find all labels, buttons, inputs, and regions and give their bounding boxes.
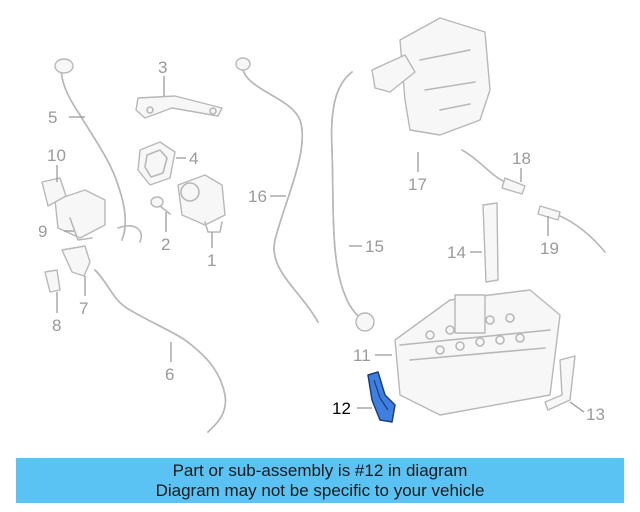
callout-11: 11 xyxy=(353,346,371,365)
callout-2: 2 xyxy=(161,235,170,254)
callout-15: 15 xyxy=(365,237,384,256)
part-5-hose xyxy=(54,58,142,243)
leader-lines xyxy=(56,76,585,413)
part-13-bracket xyxy=(544,355,576,411)
callout-14: 14 xyxy=(447,243,466,262)
callout-12: 12 xyxy=(332,399,351,418)
banner-line-1: Part or sub-assembly is #12 in diagram xyxy=(172,460,468,480)
callout-labels: 1 2 3 4 5 6 7 8 9 10 11 12 13 14 15 16 1… xyxy=(38,58,605,424)
banner-line-2: Diagram may not be specific to your vehi… xyxy=(155,480,485,500)
callout-10: 10 xyxy=(47,146,66,165)
part-15-hose xyxy=(330,71,375,332)
callout-9: 9 xyxy=(38,222,47,241)
part-11-canister xyxy=(394,289,561,416)
callout-19: 19 xyxy=(540,239,559,258)
callout-18: 18 xyxy=(512,149,531,168)
part-1-valve xyxy=(177,174,226,233)
callout-6: 6 xyxy=(165,365,174,384)
part-14-bracket xyxy=(482,202,499,283)
part-12-bracket-highlighted xyxy=(367,371,396,423)
callout-5: 5 xyxy=(48,108,57,127)
callout-4: 4 xyxy=(189,149,198,168)
part-4-gasket xyxy=(137,141,176,186)
part-2-bolt xyxy=(150,196,171,215)
callout-16: 16 xyxy=(248,187,267,206)
part-7-connector xyxy=(61,245,91,277)
part-8-clip xyxy=(44,269,61,293)
part-17-housing xyxy=(371,17,491,136)
part-3-bracket xyxy=(135,95,223,119)
callout-13: 13 xyxy=(586,405,605,424)
part-18-sensor xyxy=(461,149,526,195)
parts-diagram: 1 2 3 4 5 6 7 8 9 10 11 12 13 14 15 16 1… xyxy=(38,17,606,433)
callout-3: 3 xyxy=(158,58,167,77)
part-19-sensor xyxy=(537,205,606,253)
part-10-gasket xyxy=(41,177,67,207)
info-banner: Part or sub-assembly is #12 in diagram D… xyxy=(16,458,624,503)
part-6-hose xyxy=(94,269,227,433)
part-16-hose xyxy=(235,57,319,323)
callout-8: 8 xyxy=(52,316,61,335)
part-9-valve xyxy=(54,189,106,241)
callout-7: 7 xyxy=(79,299,88,318)
callout-1: 1 xyxy=(207,251,216,270)
callout-17: 17 xyxy=(408,175,427,194)
